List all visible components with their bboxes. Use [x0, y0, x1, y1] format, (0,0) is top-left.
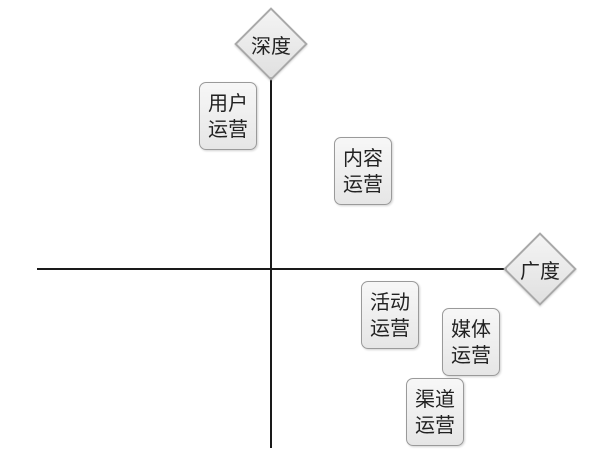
- activity-operations-line1: 活动: [370, 290, 410, 314]
- breadth-axis-label: 广度: [502, 231, 578, 307]
- channel-operations-box: 渠道 运营: [406, 378, 464, 446]
- user-operations-line1: 用户: [208, 91, 248, 115]
- channel-operations-line1: 渠道: [415, 387, 455, 411]
- user-operations-line2: 运营: [208, 117, 248, 141]
- channel-operations-line2: 运营: [415, 413, 455, 437]
- horizontal-axis: [37, 268, 517, 270]
- depth-label-text: 深度: [251, 33, 291, 58]
- activity-operations-box: 活动 运营: [361, 281, 419, 349]
- vertical-axis: [270, 72, 272, 448]
- breadth-label-text: 广度: [520, 258, 560, 283]
- activity-operations-line2: 运营: [370, 316, 410, 340]
- media-operations-line1: 媒体: [451, 317, 491, 341]
- user-operations-box: 用户 运营: [199, 82, 257, 150]
- content-operations-line2: 运营: [343, 172, 383, 196]
- media-operations-line2: 运营: [451, 343, 491, 367]
- media-operations-box: 媒体 运营: [442, 308, 500, 376]
- content-operations-line1: 内容: [343, 146, 383, 170]
- depth-axis-label: 深度: [233, 6, 309, 82]
- content-operations-box: 内容 运营: [334, 137, 392, 205]
